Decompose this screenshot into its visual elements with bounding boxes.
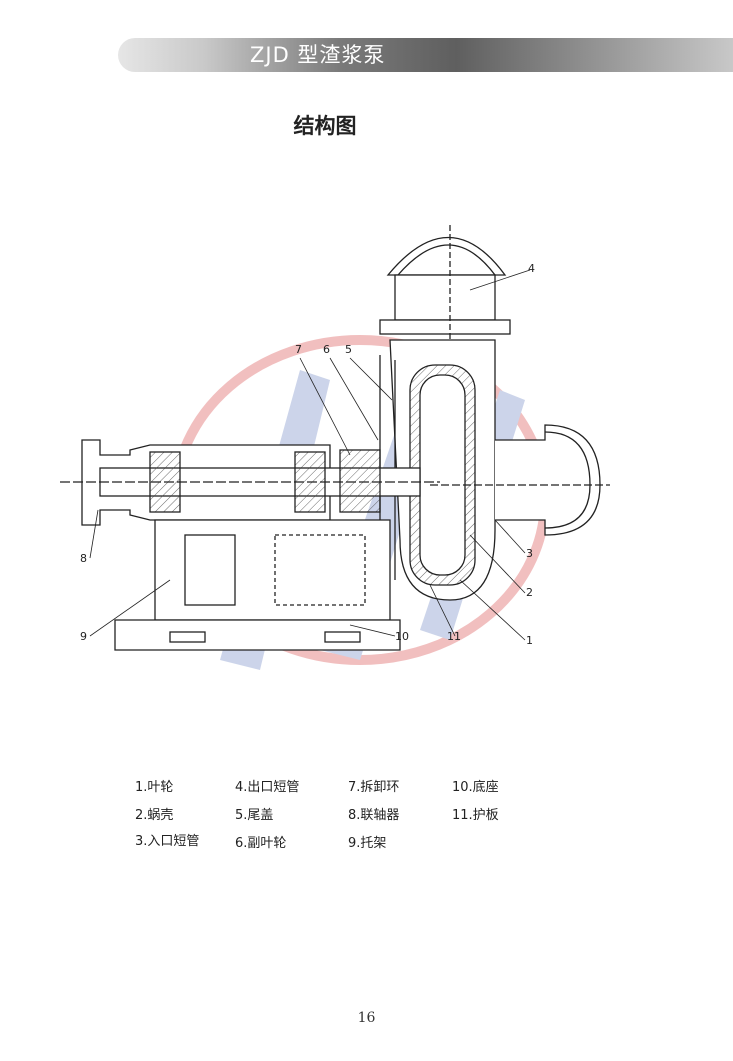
callout-3: 3 [526, 547, 533, 560]
callout-5: 5 [345, 343, 352, 356]
inlet-short-pipe [430, 424, 610, 536]
legend-item-base: 10.底座 [452, 780, 499, 795]
legend-item-dismantle-ring: 7.拆卸环 [348, 780, 400, 795]
header-title: ZJD 型渣浆泵 [250, 43, 386, 67]
volute-casing [379, 339, 496, 601]
callout-8: 8 [80, 552, 87, 565]
legend-item-inlet-pipe: 3.入口短管 [135, 834, 200, 849]
legend-item-volute: 2.蜗壳 [135, 808, 174, 823]
legend-item-coupling: 8.联轴器 [348, 808, 400, 823]
header-band [118, 38, 733, 72]
callout-1: 1 [526, 634, 533, 647]
legend-item-impeller: 1.叶轮 [135, 780, 174, 795]
bracket-and-base [114, 519, 401, 651]
callout-6: 6 [323, 343, 330, 356]
legend-item-expeller: 6.副叶轮 [235, 836, 287, 851]
callout-2: 2 [526, 586, 533, 599]
legend-item-liner-plate: 11.护板 [452, 808, 499, 823]
leader-lines [89, 269, 531, 641]
parts-legend: 1.叶轮 2.蜗壳 3.入口短管 4.出口短管 5.尾盖 6.副叶轮 7.拆卸环… [135, 770, 555, 860]
legend-item-tail-cover: 5.尾盖 [235, 808, 274, 823]
section-title: 结构图 [293, 114, 357, 138]
outlet-short-pipe [379, 225, 511, 340]
callout-7: 7 [295, 343, 302, 356]
callout-11: 11 [447, 630, 461, 643]
callout-4: 4 [528, 262, 535, 275]
page-number: 16 [357, 1010, 376, 1026]
pump-structure-diagram: 1 2 3 4 5 6 7 8 9 10 11 [60, 225, 610, 670]
callout-9: 9 [80, 630, 87, 643]
legend-item-bracket: 9.托架 [348, 836, 387, 851]
callout-labels: 1 2 3 4 5 6 7 8 9 10 11 [80, 262, 535, 647]
legend-item-outlet-pipe: 4.出口短管 [235, 780, 300, 795]
callout-10: 10 [395, 630, 409, 643]
